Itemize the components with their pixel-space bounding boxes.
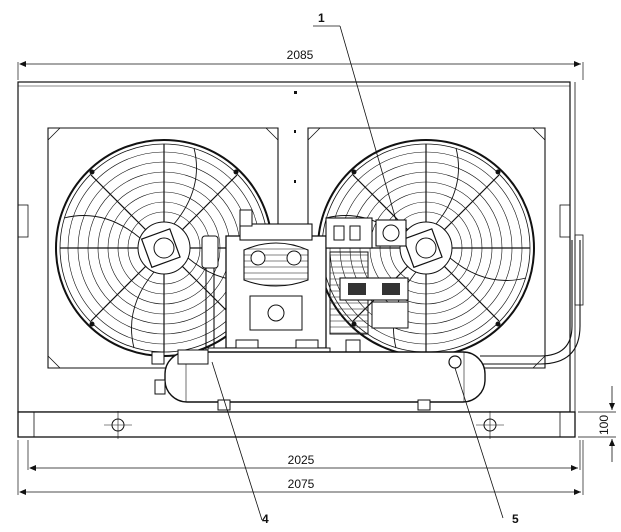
dimension-2085-label: 2085 xyxy=(287,48,314,62)
dimension-2075-label: 2075 xyxy=(288,477,315,491)
dimension-top xyxy=(17,61,584,80)
dimension-100-label: 100 xyxy=(597,415,611,435)
dimension-100 xyxy=(578,386,616,462)
callout-1-leader xyxy=(313,25,397,221)
liquid-receiver xyxy=(151,349,486,411)
callout-4-leader xyxy=(211,361,263,521)
callout-5-label: 5 xyxy=(512,512,519,526)
dimension-2075 xyxy=(17,440,584,495)
callout-5-leader xyxy=(454,367,504,519)
dimension-2025-label: 2025 xyxy=(288,453,315,467)
control-components xyxy=(325,217,409,359)
callout-4-label: 4 xyxy=(262,512,269,526)
piping xyxy=(201,235,581,365)
compressor xyxy=(225,209,327,357)
base-frame xyxy=(17,411,576,439)
callout-1-label: 1 xyxy=(318,11,325,25)
